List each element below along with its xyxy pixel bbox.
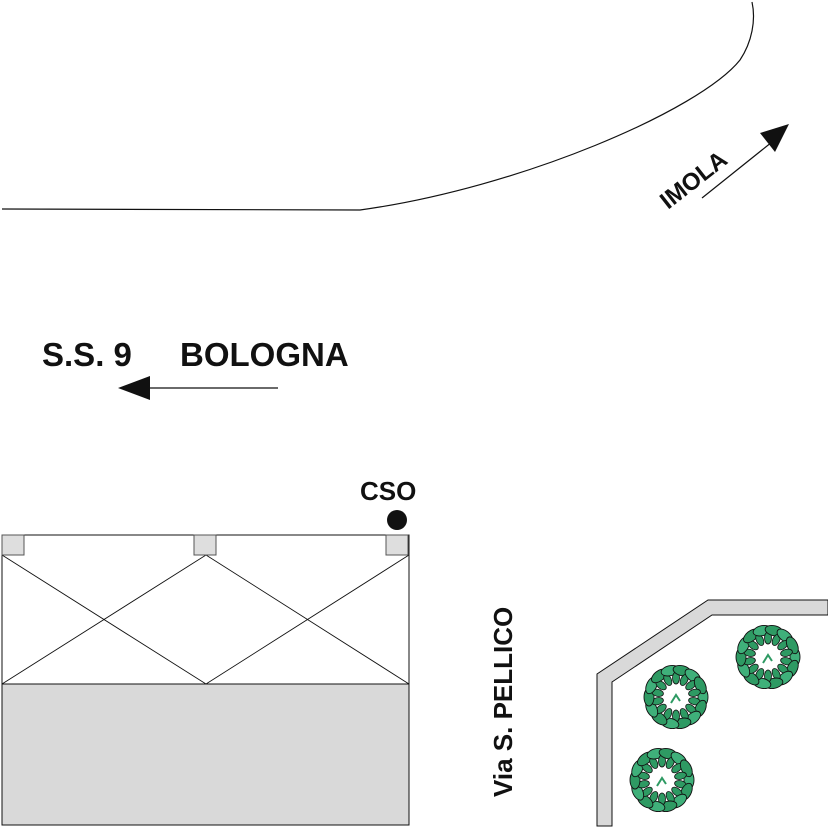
green-area-shaded-border	[596, 599, 828, 827]
tree-icon	[629, 747, 695, 813]
green-area	[596, 599, 828, 827]
building	[1, 534, 410, 826]
pillar-left	[1, 534, 25, 556]
building-shaded-area	[1, 683, 410, 826]
imola-label: IMOLA	[655, 146, 733, 215]
pillar-right	[385, 534, 409, 556]
pillar-center	[193, 534, 217, 556]
filled-circle-icon	[387, 510, 407, 530]
street-label: Via S. PELLICO	[488, 607, 518, 797]
arrow-northeast-icon	[760, 124, 789, 152]
bologna-label: BOLOGNA	[180, 336, 349, 373]
trees-group	[629, 624, 801, 813]
tree-icon	[735, 624, 801, 690]
imola-direction: IMOLA	[655, 124, 789, 215]
road-ss9-label: S.S. 9	[42, 336, 132, 373]
imola-arrow-shaft	[701, 141, 773, 199]
tree-icon	[643, 664, 709, 730]
cso-label: CSO	[360, 476, 416, 506]
road-curve	[1, 1, 755, 211]
arrow-left-icon	[118, 376, 150, 400]
bologna-direction: S.S. 9 BOLOGNA	[42, 336, 349, 400]
